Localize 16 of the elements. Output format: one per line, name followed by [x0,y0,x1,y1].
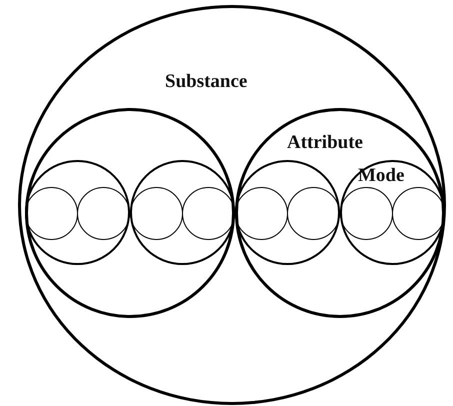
small-circle [340,187,393,240]
small-circle [287,187,340,240]
medium-circle [235,160,340,265]
small-circle [130,187,183,240]
small-circle [235,187,288,240]
small-circle [25,187,78,240]
medium-circle [25,160,130,265]
circle-label: Substance [165,72,248,91]
large-circle [235,108,445,318]
small-circle [77,187,130,240]
medium-circle [130,160,235,265]
small-circle [182,187,235,240]
circle-label: Mode [358,166,404,185]
outer-circle [18,5,446,405]
large-circle [25,108,235,318]
circle-label: Attribute [287,133,363,152]
